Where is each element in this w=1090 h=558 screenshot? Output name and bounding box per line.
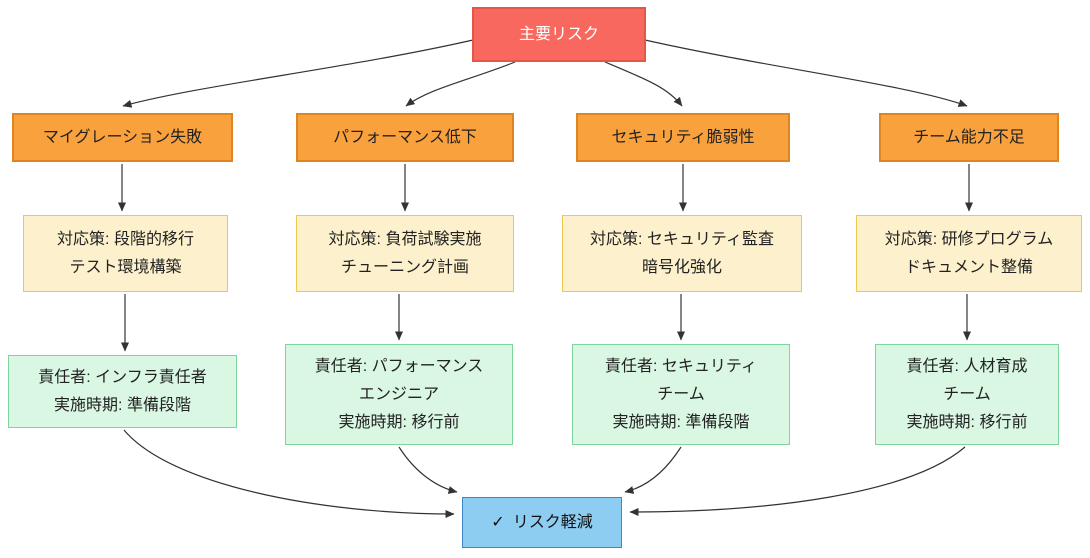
node-mitigation-2: 対応策: 負荷試験実施 チューニング計画 [296, 215, 514, 292]
edge-root-risk4 [644, 39, 968, 107]
node-risk-performance-degradation: パフォーマンス低下 [296, 113, 514, 162]
node-risk-label: チーム能力不足 [913, 128, 1025, 146]
edge-root-risk3 [604, 61, 683, 107]
mitigation-line: 暗号化強化 [641, 258, 722, 276]
node-risk-mitigated-label: ✓ リスク軽減 [491, 509, 592, 537]
owner-line: 責任者: 人材育成 [906, 357, 1028, 375]
node-owner-4: 責任者: 人材育成 チーム 実施時期: 移行前 [875, 344, 1059, 445]
node-mitigation-1: 対応策: 段階的移行 テスト環境構築 [23, 215, 228, 292]
node-risk-mitigated: ✓ リスク軽減 [462, 497, 622, 548]
owner-line: 実施時期: 移行前 [338, 413, 460, 431]
node-risk-label: セキュリティ脆弱性 [611, 128, 755, 146]
mitigation-line: 対応策: 負荷試験実施 [328, 230, 482, 248]
owner-line: 責任者: インフラ責任者 [38, 368, 207, 386]
result-label-text: リスク軽減 [512, 513, 593, 531]
owner-line: 実施時期: 移行前 [906, 413, 1028, 431]
mitigation-line: 対応策: セキュリティ監査 [590, 230, 774, 248]
node-risk-security-vulnerability: セキュリティ脆弱性 [576, 113, 790, 162]
check-icon: ✓ [491, 513, 505, 531]
node-mitigation-3: 対応策: セキュリティ監査 暗号化強化 [562, 215, 802, 292]
edge-owner2-result [398, 446, 458, 494]
owner-line: チーム [943, 385, 991, 403]
edge-owner4-result [629, 446, 966, 516]
owner-line: チーム [657, 385, 705, 403]
owner-line: 実施時期: 準備段階 [612, 413, 750, 431]
mitigation-line: 対応策: 段階的移行 [57, 230, 194, 248]
mitigation-line: チューニング計画 [340, 258, 469, 276]
edge-owner3-result [624, 446, 682, 494]
node-main-risk: 主要リスク [472, 7, 646, 62]
owner-line: 責任者: セキュリティ [605, 357, 757, 375]
mitigation-line: 対応策: 研修プログラム [884, 230, 1054, 248]
owner-line: 責任者: パフォーマンス [314, 357, 484, 375]
mitigation-line: テスト環境構築 [69, 258, 182, 276]
edge-root-risk1 [122, 39, 474, 108]
node-risk-label: マイグレーション失敗 [42, 128, 203, 146]
node-risk-label: パフォーマンス低下 [333, 128, 477, 146]
edge-root-risk2 [405, 61, 516, 107]
owner-line: エンジニア [358, 385, 439, 403]
node-risk-migration-failure: マイグレーション失敗 [12, 113, 233, 162]
node-mitigation-4: 対応策: 研修プログラム ドキュメント整備 [856, 215, 1082, 292]
node-main-risk-label: 主要リスク [518, 25, 599, 43]
mitigation-line: ドキュメント整備 [904, 258, 1033, 276]
edge-owner1-result [123, 429, 455, 518]
node-risk-team-capability: チーム能力不足 [879, 113, 1059, 162]
node-owner-2: 責任者: パフォーマンス エンジニア 実施時期: 移行前 [285, 344, 513, 445]
owner-line: 実施時期: 準備段階 [54, 396, 191, 414]
node-owner-3: 責任者: セキュリティ チーム 実施時期: 準備段階 [572, 344, 790, 445]
node-owner-1: 責任者: インフラ責任者 実施時期: 準備段階 [8, 355, 237, 428]
